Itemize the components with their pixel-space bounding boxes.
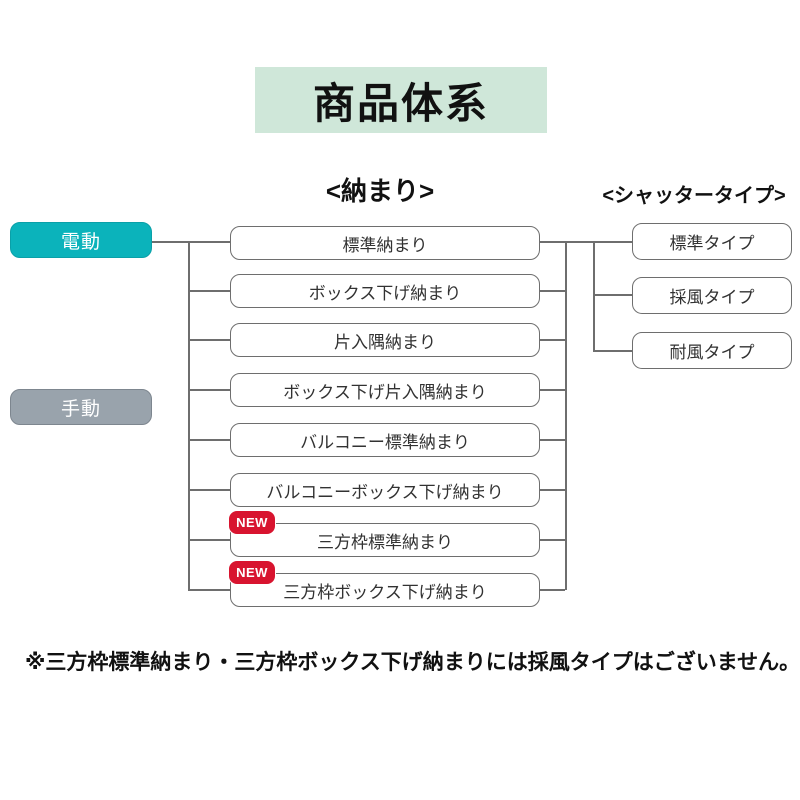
connector-line [188, 539, 230, 541]
connector-line [188, 339, 230, 341]
osamari-node: 三方枠標準納まり [230, 523, 540, 557]
connector-line [188, 489, 230, 491]
connector-line [188, 290, 230, 292]
new-badge: NEW [228, 560, 276, 585]
new-badge: NEW [228, 510, 276, 535]
osamari-node: 片入隅納まり [230, 323, 540, 357]
shutter-type-node: 標準タイプ [632, 223, 792, 260]
osamari-node: ボックス下げ片入隅納まり [230, 373, 540, 407]
page-title: 商品体系 [255, 67, 547, 133]
connector-line [188, 389, 230, 391]
osamari-node: 標準納まり [230, 226, 540, 260]
connector-line [540, 241, 632, 243]
shutter-type-column-header: <シャッタータイプ> [602, 185, 786, 207]
connector-line [565, 241, 567, 590]
connector-line [540, 339, 565, 341]
osamari-node: 三方枠ボックス下げ納まり [230, 573, 540, 607]
connector-line [540, 539, 565, 541]
connector-line [593, 241, 595, 351]
connector-line [188, 589, 230, 591]
connector-line [593, 294, 632, 296]
manual-drive-node: 手動 [10, 389, 152, 425]
connector-line [540, 439, 565, 441]
connector-line [188, 439, 230, 441]
footnote-text: ※三方枠標準納まり・三方枠ボックス下げ納まりには採風タイプはございません。 [25, 651, 800, 674]
osamari-node: ボックス下げ納まり [230, 274, 540, 308]
connector-line [540, 489, 565, 491]
connector-line [540, 389, 565, 391]
osamari-node: バルコニー標準納まり [230, 423, 540, 457]
osamari-column-header: <納まり> [325, 176, 435, 206]
connector-line [540, 589, 565, 591]
connector-line [152, 241, 230, 243]
shutter-type-node: 耐風タイプ [632, 332, 792, 369]
electric-drive-node: 電動 [10, 222, 152, 258]
osamari-node: バルコニーボックス下げ納まり [230, 473, 540, 507]
connector-line [540, 290, 565, 292]
connector-line [593, 350, 632, 352]
shutter-type-node: 採風タイプ [632, 277, 792, 314]
connector-line [188, 241, 190, 590]
